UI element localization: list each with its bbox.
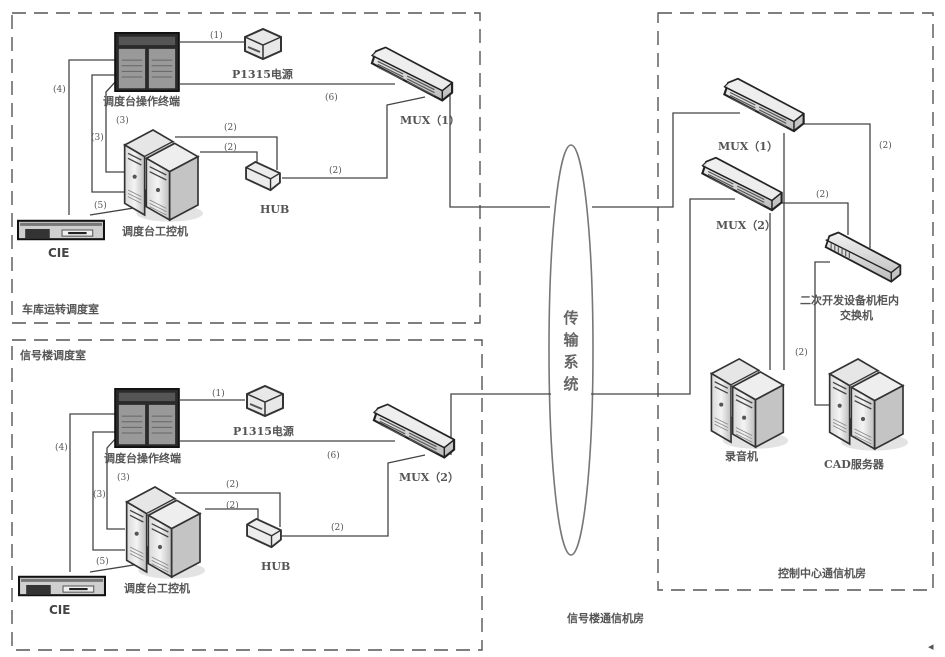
wire-mux2-switch: [780, 202, 849, 235]
center-link-mux2-switch: (2): [816, 189, 829, 200]
center-recorder-label: 录音机: [725, 449, 758, 463]
depot-cie-label: CIE: [48, 246, 69, 260]
signal-power-label: P1315电源: [233, 424, 294, 438]
depot-link-2c: (2): [329, 165, 342, 176]
wire-signal-cie-ipc: [89, 563, 141, 573]
signal-link-1: (1): [212, 388, 225, 399]
signal-link-5: (5): [96, 556, 109, 567]
wire-signal-ipc-terminal-inner: [106, 436, 125, 530]
wire-transport-center-mux2: [591, 198, 735, 395]
transport-system-ellipse: [548, 144, 594, 556]
wire-depot-ipc-terminal-outer: [91, 74, 125, 193]
signal-ipc-device: [125, 486, 206, 580]
wire-signal-ipc-hub-top: [175, 492, 281, 527]
signal-hub-device: [246, 517, 282, 549]
signal-mux-device: [372, 403, 456, 459]
center-switch-device: [824, 231, 902, 283]
signal-hub-label: HUB: [261, 560, 290, 573]
center-recorder-device: [710, 357, 790, 450]
center-cad-device: [828, 358, 909, 452]
signal-link-3b: (3): [93, 489, 106, 500]
signal-power-device: [246, 385, 284, 417]
depot-link-5: (5): [94, 200, 107, 211]
corner-mark-icon: ◂: [928, 640, 934, 653]
center-mux1-device: [723, 77, 805, 133]
signal-cie-label: CIE: [49, 603, 70, 617]
transport-char-3: 系: [563, 353, 578, 371]
center-link-switch-cad: (2): [795, 347, 808, 358]
wire-signal-ipc-hub: [205, 508, 259, 520]
signal-room-label: 信号楼调度室: [20, 348, 86, 362]
center-switch-label-2: 交换机: [840, 308, 873, 322]
signal-ipc-label: 调度台工控机: [124, 581, 190, 595]
signal-link-3a: (3): [117, 472, 130, 483]
depot-room-boundary: [11, 12, 481, 324]
depot-mux-device: [370, 46, 454, 102]
wire-mux1-switch: [800, 123, 871, 248]
depot-link-2b: (2): [224, 142, 237, 153]
signal-room-boundary: [11, 339, 483, 651]
depot-link-4: (4): [53, 84, 66, 95]
depot-power-device: [244, 28, 282, 60]
wire-depot-hub-mux: [282, 96, 426, 179]
depot-link-3b: (3): [91, 132, 104, 143]
signal-link-6: (6): [327, 450, 340, 461]
depot-hub-label: HUB: [260, 203, 289, 216]
wire-signal-hub-mux: [282, 454, 426, 537]
depot-terminal-device: [114, 32, 180, 92]
center-link-mux1-switch: (2): [879, 140, 892, 151]
depot-link-2a: (2): [224, 122, 237, 133]
depot-link-1: (1): [210, 30, 223, 41]
signal-link-2c: (2): [331, 522, 344, 533]
signal-comm-room-label: 信号楼通信机房: [567, 611, 644, 625]
center-mux1-label: MUX（1）: [718, 140, 778, 153]
center-cad-label: CAD服务器: [824, 457, 885, 471]
wire-switch-cad: [814, 261, 830, 406]
depot-terminal-label: 调度台操作终端: [103, 94, 180, 108]
signal-wires: [69, 198, 735, 573]
transport-char-4: 统: [563, 375, 578, 393]
wire-signal-ipc-terminal-outer: [92, 431, 125, 551]
signal-terminal-label: 调度台操作终端: [104, 451, 181, 465]
control-center-boundary: [657, 12, 934, 591]
signal-cie-device: [18, 575, 106, 597]
signal-link-2a: (2): [226, 479, 239, 490]
wire-depot-ipc-hub: [200, 151, 258, 162]
depot-hub-device: [245, 160, 281, 192]
wire-depot-ipc-hub-top: [175, 136, 278, 170]
transport-char-2: 输: [563, 331, 579, 349]
depot-wires: [68, 41, 740, 216]
signal-terminal-device: [114, 388, 180, 448]
signal-link-2b: (2): [226, 500, 239, 511]
signal-link-4: (4): [55, 442, 68, 453]
depot-ipc-label: 调度台工控机: [122, 224, 188, 238]
center-mux2-label: MUX（2）: [716, 219, 776, 232]
wire-depot-cie-terminal: [68, 59, 115, 215]
wire-depot-ipc-terminal-inner: [105, 79, 125, 173]
center-mux2-device: [701, 156, 783, 212]
center-switch-label-1: 二次开发设备机柜内: [800, 293, 899, 307]
depot-link-6: (6): [325, 92, 338, 103]
depot-link-3a: (3): [116, 115, 129, 126]
wire-signal-cie-terminal: [69, 413, 115, 572]
center-wires: [769, 123, 871, 406]
depot-cie-device: [17, 219, 105, 241]
transport-char-1: 传: [562, 309, 578, 327]
wire-transport-center-mux1: [592, 112, 740, 208]
depot-ipc-device: [123, 129, 204, 223]
signal-mux-label: MUX（2）: [399, 471, 459, 484]
depot-room-label: 车库运转调度室: [22, 302, 99, 316]
wire-signal-mux-transport: [450, 393, 551, 455]
control-center-label: 控制中心通信机房: [778, 566, 866, 580]
depot-mux-label: MUX（1）: [400, 114, 460, 127]
wire-depot-mux-transport: [449, 95, 550, 208]
transport-system-label: 传 输 系 统: [562, 309, 579, 393]
depot-power-label: P1315电源: [232, 67, 293, 81]
